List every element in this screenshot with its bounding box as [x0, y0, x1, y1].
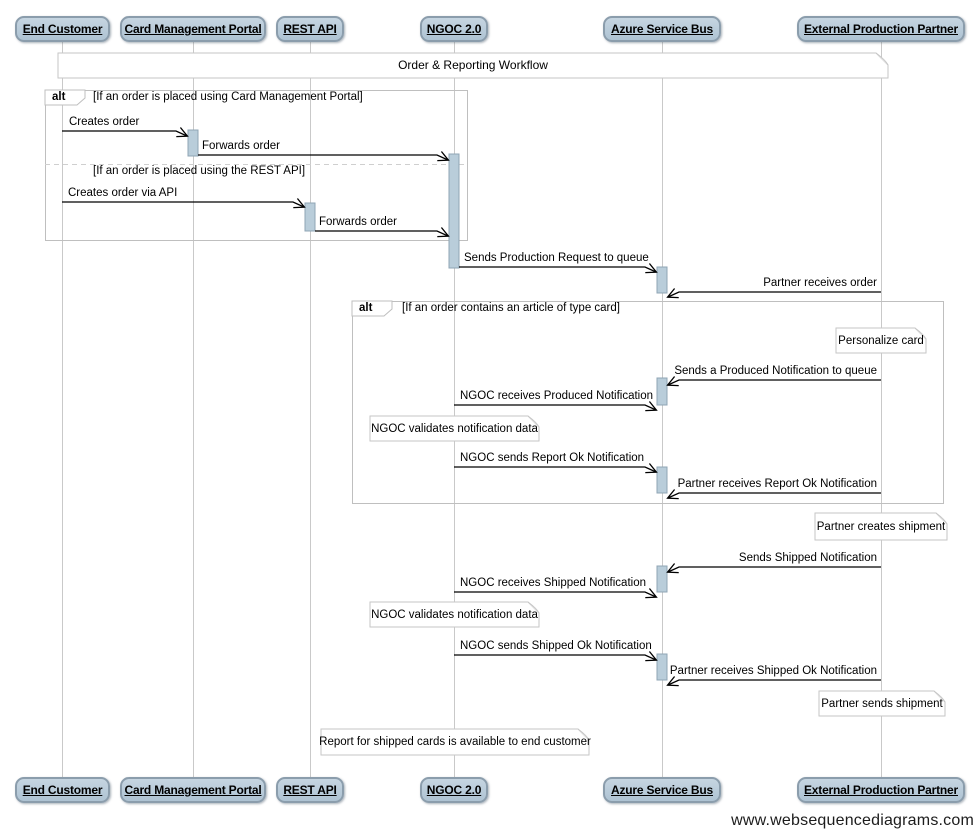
guard-condition-label: [If an order is placed using the REST AP… — [93, 165, 306, 177]
message-label: Sends a Produced Notification to queue — [674, 365, 877, 377]
actor-bottom-end-customer: End Customer — [15, 777, 110, 803]
note — [320, 728, 590, 756]
actor-top-card-management-portal: Card Management Portal — [120, 16, 266, 42]
actor-top-external-production-partner: External Production Partner — [797, 16, 965, 42]
note-fold — [914, 327, 927, 340]
activation-bar — [448, 153, 460, 269]
note-fold — [577, 728, 590, 741]
alt-operator-tab — [351, 300, 393, 317]
message-label: Forwards order — [202, 140, 280, 152]
activation-bar — [656, 377, 668, 406]
message-label: NGOC receives Produced Notification — [460, 390, 654, 402]
message-label: Partner receives Shipped Ok Notification — [669, 665, 877, 677]
message-label: Partner receives order — [763, 277, 877, 289]
note-text: Report for shipped cards is available to… — [319, 736, 591, 748]
alt-operator-label: alt — [52, 91, 66, 103]
title-note-fold — [875, 52, 889, 66]
note — [814, 512, 948, 541]
alt-frame-1 — [45, 90, 468, 241]
activation-bar — [187, 129, 199, 157]
alt-operator-label: alt — [359, 302, 373, 314]
note-fold — [527, 601, 540, 614]
message-label: Partner receives Report Ok Notification — [677, 478, 877, 490]
activation-bar — [656, 653, 668, 681]
message-label: Forwards order — [319, 216, 397, 228]
watermark-link: www.websequencediagrams.com — [731, 812, 974, 829]
actor-top-rest-api: REST API — [276, 16, 344, 42]
message-label: NGOC receives Shipped Notification — [460, 577, 646, 589]
message-arrow — [666, 288, 881, 299]
guard-condition-label: [If an order is placed using Card Manage… — [93, 91, 363, 103]
note-text: Partner creates shipment — [816, 520, 946, 533]
message-label: Sends Shipped Notification — [738, 552, 877, 564]
alt-operator-tab — [44, 89, 86, 106]
activation-bar — [304, 202, 316, 232]
note-fold — [935, 512, 948, 525]
message-arrow — [454, 463, 658, 474]
note — [369, 601, 540, 628]
actor-top-ngoc: NGOC 2.0 — [420, 16, 488, 42]
note-text: Partner sends shipment — [821, 697, 943, 710]
note-text: Personalize card — [838, 334, 924, 347]
actor-top-end-customer: End Customer — [15, 16, 110, 42]
actor-bottom-rest-api: REST API — [276, 777, 344, 803]
note-fold — [527, 415, 540, 428]
message-label: NGOC sends Report Ok Notification — [460, 452, 645, 464]
message-arrow — [454, 651, 658, 662]
alt-frame-2 — [352, 301, 944, 504]
message-arrow — [666, 376, 881, 387]
message-arrow — [62, 198, 306, 209]
message-arrow — [666, 489, 881, 500]
message-arrow — [459, 263, 658, 274]
activation-bar — [656, 466, 668, 494]
actor-bottom-azure-service-bus: Azure Service Bus — [603, 777, 721, 803]
message-arrow — [454, 401, 658, 412]
actor-top-azure-service-bus: Azure Service Bus — [603, 16, 721, 42]
message-label: Creates order — [69, 116, 140, 128]
note — [369, 415, 540, 442]
note — [835, 327, 927, 354]
message-label: Sends Production Request to queue — [464, 252, 649, 264]
note — [818, 690, 946, 717]
message-arrow — [666, 676, 881, 687]
message-arrow — [315, 227, 450, 238]
actor-bottom-card-management-portal: Card Management Portal — [120, 777, 266, 803]
message-label: NGOC sends Shipped Ok Notification — [460, 640, 652, 652]
message-label: Creates order via API — [68, 187, 178, 199]
activation-bar — [656, 565, 668, 593]
activation-bar — [656, 266, 668, 294]
note-text: NGOC validates notification data — [371, 608, 538, 621]
actor-bottom-ngoc: NGOC 2.0 — [420, 777, 488, 803]
actor-bottom-external-production-partner: External Production Partner — [797, 777, 965, 803]
message-arrow — [454, 588, 658, 599]
message-arrow — [62, 127, 189, 138]
diagram-title: Order & Reporting Workflow — [398, 58, 548, 72]
message-arrow — [198, 151, 450, 162]
guard-condition-label: [If an order contains an article of type… — [402, 302, 620, 314]
note-text: NGOC validates notification data — [371, 422, 538, 435]
title-note — [57, 52, 889, 79]
message-arrow — [666, 563, 881, 574]
note-fold — [933, 690, 946, 703]
